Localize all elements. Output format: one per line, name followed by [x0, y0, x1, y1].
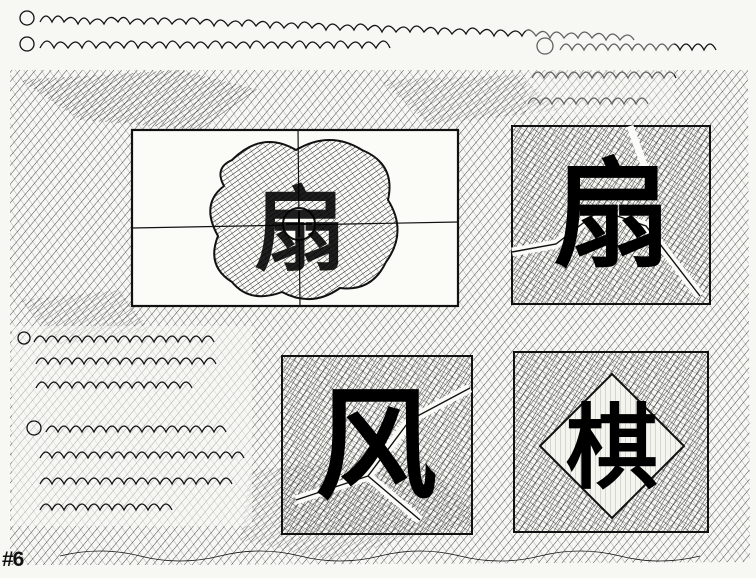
note-1-2-handwriting: [12, 326, 252, 526]
plaza-plan: 扇: [130, 128, 460, 308]
panel-bottom-left-glyph: 风: [315, 373, 437, 517]
panel-top-right: 扇: [511, 124, 711, 305]
panel-bottom-left: 风: [281, 355, 473, 535]
panel-bottom-right: 棋: [513, 351, 709, 533]
note-3-4-handwriting: [19, 10, 635, 52]
note-5-handwriting: [527, 37, 717, 106]
edge-scribbles: [59, 550, 701, 562]
panel-bottom-right-glyph: 棋: [566, 394, 658, 502]
plaza-plan-glyph: 扇: [254, 176, 346, 284]
page-label: #6: [2, 548, 24, 571]
top-margin: [0, 0, 756, 64]
panel-top-right-glyph: 扇: [553, 145, 671, 284]
